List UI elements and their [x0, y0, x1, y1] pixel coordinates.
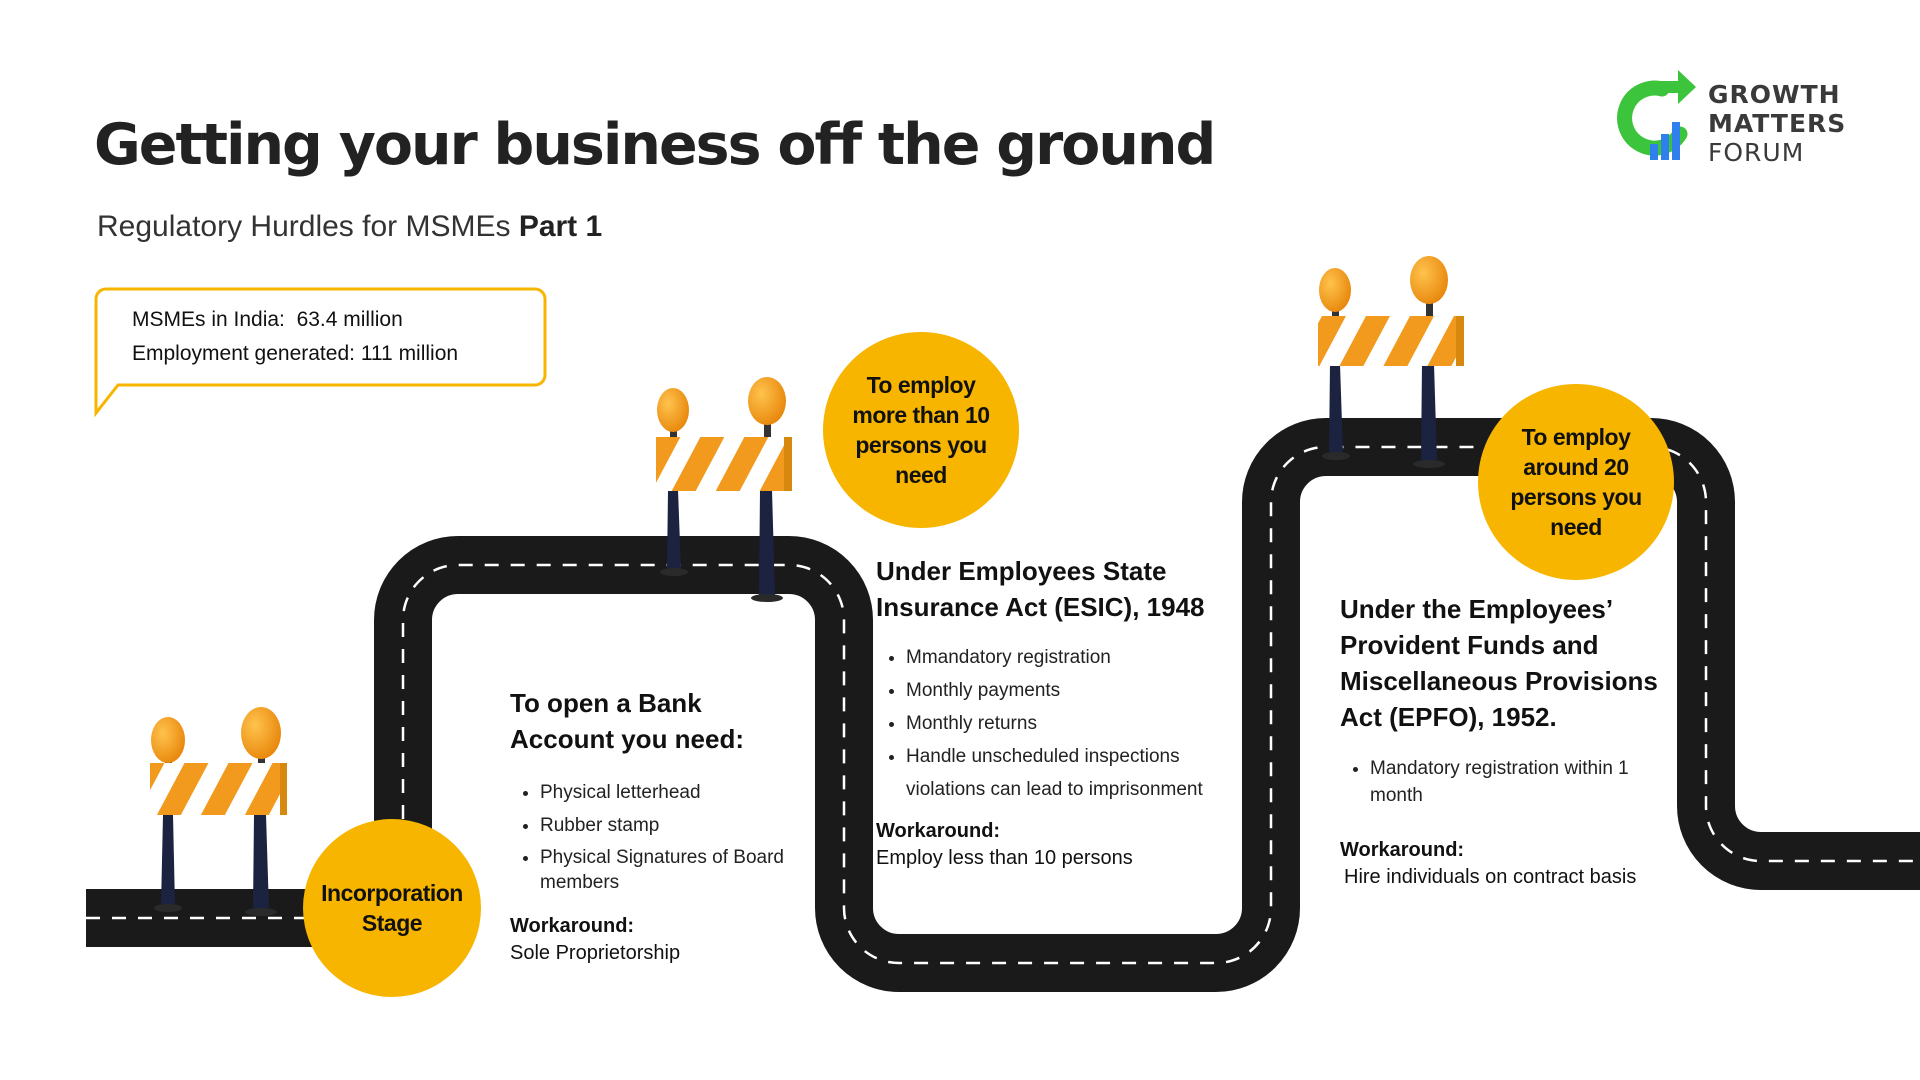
- stage-heading-bank: To open a Bank Account you need:: [510, 688, 745, 754]
- logo-line-matters: MATTERS: [1708, 109, 1847, 138]
- workaround-text: Hire individuals on contract basis: [1344, 866, 1637, 888]
- stage-label-epfo: To employ around 20 persons you need: [1510, 424, 1642, 540]
- stage-heading-epfo: Under the Employees’ Provident Funds and…: [1340, 594, 1658, 732]
- stage-circle-incorporation: [303, 819, 481, 997]
- list-item: Monthly payments: [906, 674, 1246, 707]
- stage-circle-epfo: [1478, 384, 1674, 580]
- stats-callout: MSMEs in India: 63.4 million Employment …: [132, 303, 458, 371]
- barrier-icon: [656, 377, 792, 602]
- stat-msme: MSMEs in India: 63.4 million: [132, 303, 458, 337]
- list-item: Handle unscheduled inspections violation…: [906, 740, 1246, 806]
- stat-msme-label: MSMEs in India:: [132, 308, 285, 331]
- page-title: Getting your business off the ground: [94, 112, 1216, 178]
- list-item: Rubber stamp: [540, 812, 810, 839]
- list-item: Physical Signatures of Board members: [540, 845, 810, 895]
- page-subtitle: Regulatory Hurdles for MSMEs Part 1: [97, 210, 602, 244]
- esic-requirements-list: Mmandatory registration Monthly payments…: [876, 641, 1246, 806]
- stage-esic: Under Employees State Insurance Act (ESI…: [876, 553, 1246, 870]
- stat-employment: Employment generated: 111 million: [132, 337, 458, 371]
- subtitle-part: Part 1: [518, 210, 603, 243]
- list-item: Mandatory registration within 1 month: [1370, 755, 1670, 809]
- stage-epfo: Under the Employees’ Provident Funds and…: [1340, 591, 1670, 889]
- stat-employment-label: Employment generated:: [132, 342, 355, 365]
- list-item: Mmandatory registration: [906, 641, 1246, 674]
- workaround-label: Workaround:: [510, 915, 635, 937]
- stage-heading-esic: Under Employees State Insurance Act (ESI…: [876, 556, 1205, 622]
- epfo-requirements-list: Mandatory registration within 1 month: [1340, 755, 1670, 809]
- bank-requirements-list: Physical letterhead Rubber stamp Physica…: [510, 779, 810, 895]
- barrier-icon: [150, 707, 287, 916]
- workaround-label: Workaround:: [1340, 839, 1465, 861]
- workaround-text: Sole Proprietorship: [510, 942, 681, 964]
- subtitle-main: Regulatory Hurdles for MSMEs: [97, 210, 511, 243]
- workaround-label: Workaround:: [876, 820, 1001, 842]
- stage-circle-esic: [823, 332, 1019, 528]
- barrier-icon: [1318, 256, 1464, 468]
- stage-label-incorporation: Incorporation Stage: [321, 880, 463, 936]
- list-item: Physical letterhead: [540, 779, 810, 806]
- stage-bank-account: To open a Bank Account you need: Physica…: [510, 685, 810, 965]
- stat-msme-value: 63.4 million: [296, 308, 403, 331]
- growth-arrow-bar-chart-icon: [1617, 70, 1696, 160]
- list-item: Monthly returns: [906, 707, 1246, 740]
- stat-employment-value: 111 million: [360, 342, 459, 365]
- stats-callout-bubble: [94, 287, 547, 418]
- logo-line-growth: GROWTH: [1708, 80, 1841, 109]
- logo: GROWTH MATTERS FORUM: [1606, 64, 1866, 167]
- logo-line-forum: FORUM: [1708, 138, 1805, 167]
- stage-label-esic: To employ more than 10 persons you need: [852, 372, 990, 488]
- workaround-text: Employ less than 10 persons: [876, 847, 1133, 869]
